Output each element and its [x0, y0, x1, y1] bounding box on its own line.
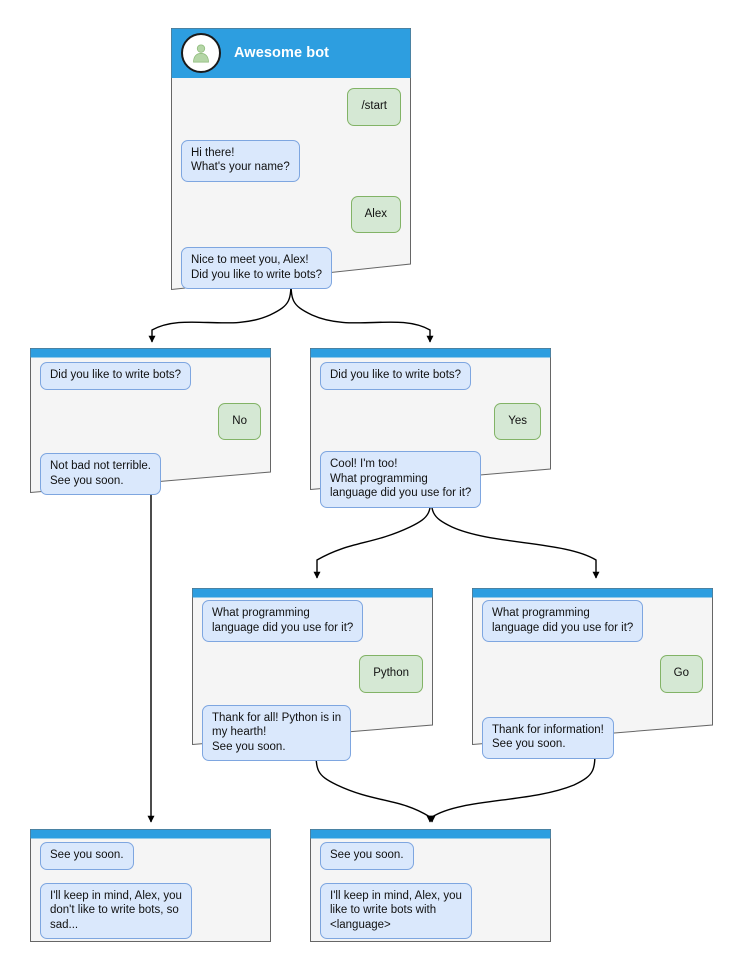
- bot-message-bubble[interactable]: See you soon.: [40, 842, 134, 870]
- bot-message-bubble[interactable]: Did you like to write bots?: [320, 362, 472, 390]
- message-row: Did you like to write bots?: [320, 362, 541, 390]
- bot-title: Awesome bot: [234, 45, 330, 61]
- user-message-bubble[interactable]: Yes: [494, 402, 541, 440]
- card-header-bar: [310, 829, 551, 838]
- message-row: See you soon.: [40, 842, 261, 870]
- edge-yes-to-python: [313, 488, 432, 579]
- message-row: /start: [181, 88, 401, 126]
- message-row: Nice to meet you, Alex! Did you like to …: [181, 247, 401, 289]
- message-row: What programming language did you use fo…: [202, 600, 423, 642]
- bot-message-bubble[interactable]: I'll keep in mind, Alex, you like to wri…: [320, 882, 472, 939]
- message-row: See you soon.: [320, 842, 541, 870]
- chat-card-root[interactable]: Awesome bot /start Hi there! What's your…: [171, 28, 411, 290]
- user-message-bubble[interactable]: Alex: [350, 195, 401, 233]
- chat-card-yes[interactable]: Did you like to write bots? Yes Cool! I'…: [310, 348, 551, 508]
- bot-message-bubble[interactable]: What programming language did you use fo…: [482, 600, 644, 642]
- message-row: Alex: [181, 195, 401, 233]
- message-row: Python: [202, 655, 423, 693]
- message-list: /start Hi there! What's your name? Alex …: [171, 88, 411, 289]
- bot-message-bubble[interactable]: Hi there! What's your name?: [181, 139, 300, 182]
- bot-message-bubble[interactable]: I'll keep in mind, Alex, you don't like …: [40, 882, 192, 939]
- message-list: Did you like to write bots? Yes Cool! I'…: [310, 362, 551, 508]
- message-row: No: [40, 402, 261, 440]
- message-row: Not bad not terrible. See you soon.: [40, 453, 261, 495]
- chat-card-python[interactable]: What programming language did you use fo…: [192, 588, 433, 761]
- chat-card-end-sad[interactable]: See you soon. I'll keep in mind, Alex, y…: [30, 829, 271, 942]
- message-list: See you soon. I'll keep in mind, Alex, y…: [30, 842, 271, 939]
- chat-card-go[interactable]: What programming language did you use fo…: [472, 588, 713, 759]
- user-message-bubble[interactable]: /start: [347, 88, 401, 126]
- edge-root-to-no: [148, 276, 292, 343]
- message-row: I'll keep in mind, Alex, you don't like …: [40, 882, 261, 939]
- message-list: See you soon. I'll keep in mind, Alex, y…: [310, 842, 551, 939]
- bot-message-bubble[interactable]: Cool! I'm too! What programming language…: [320, 451, 482, 508]
- message-row: Hi there! What's your name?: [181, 139, 401, 182]
- bot-message-bubble[interactable]: Did you like to write bots?: [40, 362, 192, 390]
- card-header-bar: [30, 829, 271, 838]
- message-list: What programming language did you use fo…: [192, 600, 433, 761]
- message-row: Thank for all! Python is in my hearth! S…: [202, 704, 423, 761]
- bot-message-bubble[interactable]: Nice to meet you, Alex! Did you like to …: [181, 247, 333, 289]
- message-list: What programming language did you use fo…: [472, 600, 713, 759]
- message-row: I'll keep in mind, Alex, you like to wri…: [320, 882, 541, 939]
- edge-yes-to-go: [430, 488, 600, 579]
- bot-titlebar: Awesome bot: [171, 28, 411, 78]
- person-avatar-icon: [181, 33, 221, 73]
- chat-card-no[interactable]: Did you like to write bots? No Not bad n…: [30, 348, 271, 495]
- message-row: Yes: [320, 402, 541, 440]
- message-row: Cool! I'm too! What programming language…: [320, 451, 541, 508]
- message-row: Go: [482, 655, 703, 693]
- card-header-bar: [310, 348, 551, 357]
- bot-message-bubble[interactable]: See you soon.: [320, 842, 414, 870]
- bot-message-bubble[interactable]: Not bad not terrible. See you soon.: [40, 453, 162, 495]
- card-header-bar: [192, 588, 433, 597]
- card-header-bar: [472, 588, 713, 597]
- user-message-bubble[interactable]: Go: [659, 655, 703, 693]
- card-header-bar: [30, 348, 271, 357]
- edge-go-to-end-happy: [428, 746, 596, 823]
- bot-message-bubble[interactable]: Thank for all! Python is in my hearth! S…: [202, 704, 352, 761]
- message-row: Thank for information! See you soon.: [482, 716, 703, 759]
- bot-message-bubble[interactable]: What programming language did you use fo…: [202, 600, 364, 642]
- message-list: Did you like to write bots? No Not bad n…: [30, 362, 271, 495]
- edge-root-to-yes: [290, 276, 434, 343]
- chat-card-end-happy[interactable]: See you soon. I'll keep in mind, Alex, y…: [310, 829, 551, 942]
- message-row: Did you like to write bots?: [40, 362, 261, 390]
- bot-message-bubble[interactable]: Thank for information! See you soon.: [482, 716, 614, 759]
- user-message-bubble[interactable]: No: [218, 402, 261, 440]
- user-message-bubble[interactable]: Python: [359, 655, 423, 693]
- message-row: What programming language did you use fo…: [482, 600, 703, 642]
